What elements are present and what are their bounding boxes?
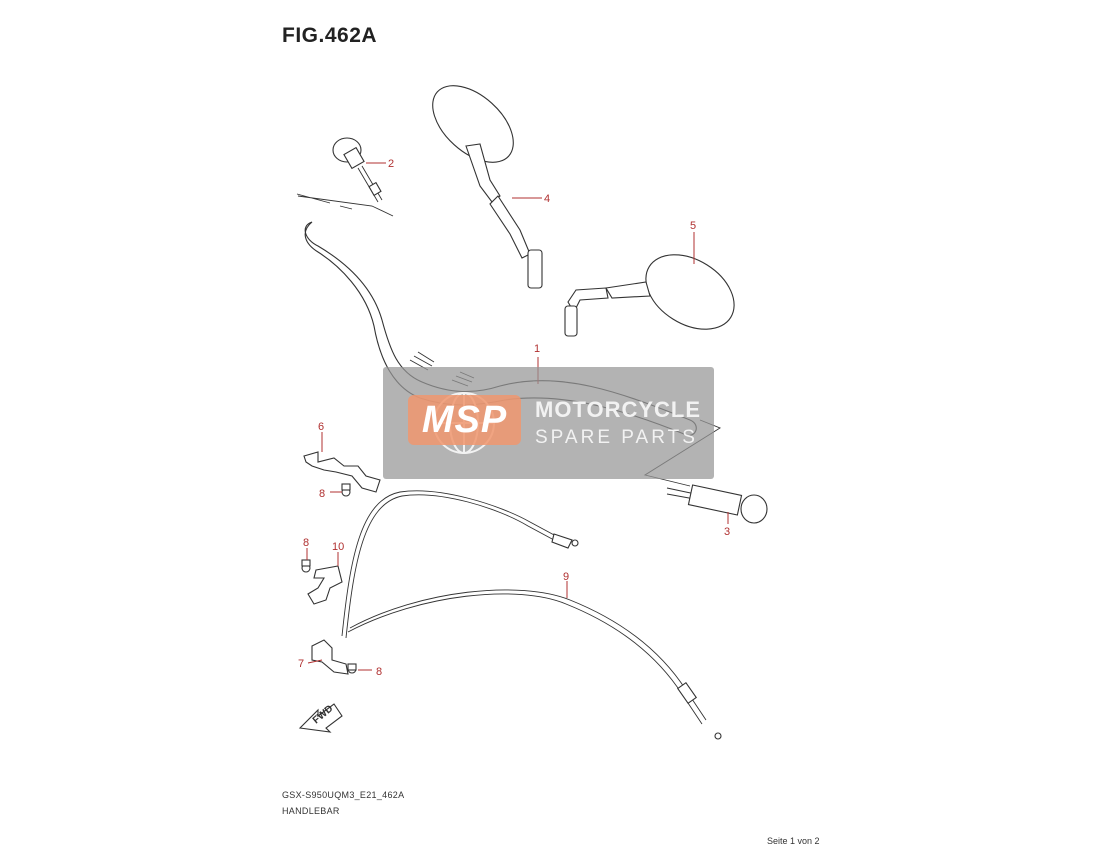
callout-6: 6 — [318, 421, 324, 433]
watermark-line2: SPARE PARTS — [535, 427, 698, 448]
callout-4: 4 — [544, 193, 550, 205]
callout-7: 7 — [298, 658, 304, 670]
bolt-8-top — [341, 483, 351, 497]
page-indicator: Seite 1 von 2 — [767, 836, 820, 846]
callout-9: 9 — [563, 571, 569, 583]
figure-title: FIG.462A — [282, 24, 378, 47]
mirror-right — [564, 254, 735, 337]
callout-2: 2 — [388, 158, 394, 170]
watermark-overlay: MSP MOTORCYCLE SPARE PARTS — [383, 367, 714, 479]
throttle-cable-inner — [345, 494, 555, 639]
fwd-arrow: FWD — [298, 703, 343, 733]
cable-clamp-6 — [303, 451, 381, 493]
callout-8-top: 8 — [319, 488, 325, 500]
clutch-cable-9 — [349, 589, 707, 721]
cable-guide-7 — [311, 639, 349, 675]
callout-8-mid: 8 — [303, 537, 309, 549]
bar-end-weight-left — [332, 137, 383, 203]
bolt-8-mid — [301, 559, 311, 573]
watermark-line1: MOTORCYCLE — [535, 397, 702, 422]
section-name: HANDLEBAR — [282, 806, 340, 816]
leader-7 — [307, 659, 323, 664]
callout-8-bottom: 8 — [376, 666, 382, 678]
watermark-badge: MSP — [408, 395, 521, 445]
cut-line-left — [296, 193, 394, 217]
bar-end-weight-right — [666, 484, 768, 524]
mirror-left — [432, 85, 543, 289]
bracket-10 — [307, 565, 343, 605]
throttle-cable — [341, 490, 557, 637]
callout-3: 3 — [724, 526, 730, 538]
callout-10: 10 — [332, 541, 344, 553]
callout-5: 5 — [690, 220, 696, 232]
callout-1: 1 — [534, 343, 540, 355]
model-code: GSX-S950UQM3_E21_462A — [282, 790, 405, 800]
bolt-8-bottom — [347, 663, 357, 674]
